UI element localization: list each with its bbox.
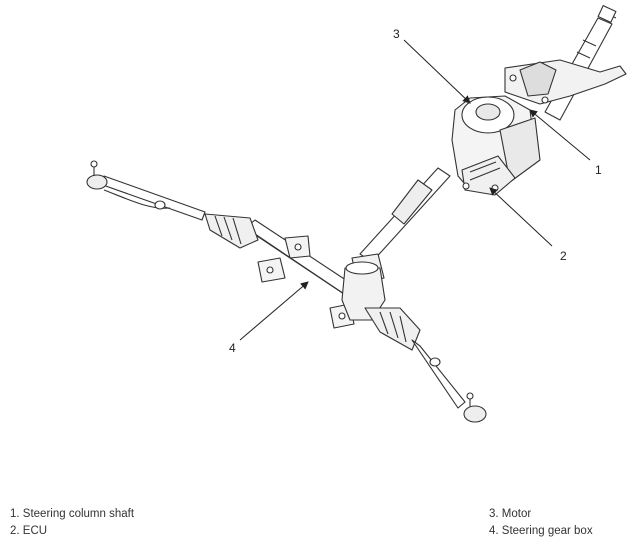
legend-item-ecu: 2. ECU xyxy=(10,525,48,537)
legend-left: 1. Steering column shaft 2. ECU xyxy=(10,506,134,540)
legend-item-steering-gear-box: 4. Steering gear box xyxy=(489,525,593,537)
steering-column-assembly xyxy=(351,5,627,285)
steering-gear-box xyxy=(86,160,487,423)
legend-right: 3. Motor 4. Steering gear box xyxy=(489,506,593,540)
callout-3: 3 xyxy=(393,27,400,41)
callout-leaders xyxy=(239,39,591,341)
callout-4: 4 xyxy=(229,341,236,355)
legend-item-steering-column-shaft: 1. Steering column shaft xyxy=(10,508,135,520)
legend-item-motor: 3. Motor xyxy=(489,508,532,520)
callout-1: 1 xyxy=(595,163,602,177)
steering-system-diagram: 1 2 3 4 xyxy=(86,5,627,423)
callout-2: 2 xyxy=(560,249,567,263)
